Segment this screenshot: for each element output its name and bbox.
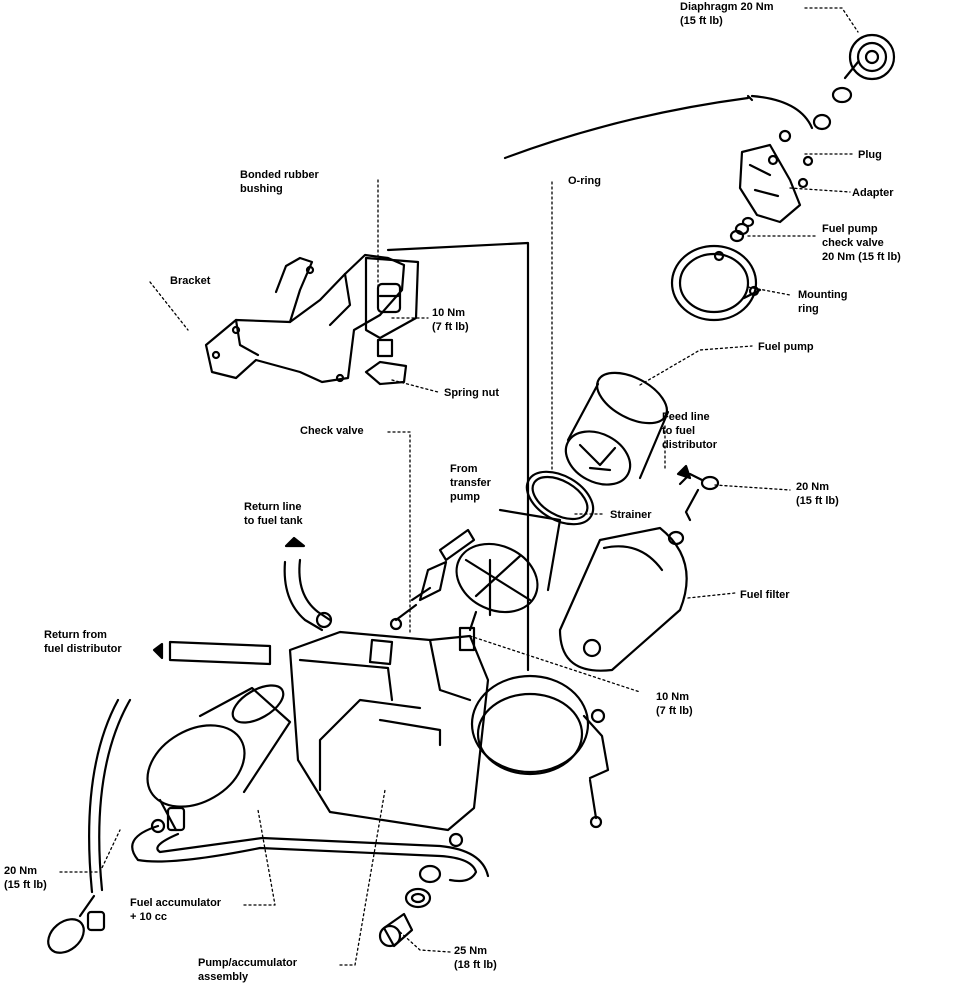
label-diaphragm: Diaphragm 20 Nm (15 ft lb) bbox=[680, 1, 774, 27]
label-plug: Plug bbox=[858, 149, 882, 161]
adapter-cluster bbox=[713, 129, 814, 262]
label-o-ring: O-ring bbox=[568, 175, 601, 187]
label-feed-line: Feed line to fuel distributor bbox=[662, 411, 717, 451]
label-bracket: Bracket bbox=[170, 275, 211, 287]
small-bolts bbox=[448, 610, 478, 848]
label-torque-20nm-left: 20 Nm (15 ft lb) bbox=[4, 865, 47, 891]
check-valve bbox=[389, 528, 476, 631]
bottom-plug bbox=[378, 864, 442, 948]
label-torque-25nm: 25 Nm (18 ft lb) bbox=[454, 945, 497, 971]
strainer bbox=[455, 508, 562, 617]
bonded-rubber-bushing bbox=[364, 241, 530, 672]
label-torque-10nm-mid: 10 Nm (7 ft lb) bbox=[656, 691, 693, 717]
return-pipe bbox=[152, 640, 272, 666]
label-fuel-accumulator: Fuel accumulator + 10 cc bbox=[130, 897, 222, 923]
fuel-filter bbox=[558, 526, 688, 672]
diaphragm bbox=[812, 33, 896, 131]
fuel-line-top bbox=[503, 94, 814, 160]
spring-nut bbox=[364, 338, 408, 386]
label-return-from-distributor: Return from fuel distributor bbox=[44, 629, 122, 655]
label-adapter: Adapter bbox=[852, 187, 894, 199]
label-torque-10nm-top: 10 Nm (7 ft lb) bbox=[432, 307, 469, 333]
label-from-transfer-pump: From transfer pump bbox=[450, 463, 491, 503]
label-fuel-filter: Fuel filter bbox=[740, 589, 790, 601]
mounting-ring bbox=[670, 244, 762, 322]
bracket bbox=[204, 253, 406, 384]
label-spring-nut: Spring nut bbox=[444, 387, 499, 399]
label-pump-accumulator-assembly: Pump/accumulator assembly bbox=[198, 957, 298, 983]
label-fuel-pump: Fuel pump bbox=[758, 341, 814, 353]
return-hose bbox=[283, 536, 333, 632]
label-return-line-to-tank: Return line to fuel tank bbox=[244, 501, 303, 527]
fuel-pump bbox=[564, 371, 670, 486]
label-torque-20nm-right: 20 Nm (15 ft lb) bbox=[796, 481, 839, 507]
housing-clamp-ring bbox=[470, 674, 610, 829]
pump-accumulator-housing bbox=[288, 626, 490, 832]
label-mounting-ring: Mounting ring bbox=[798, 289, 848, 315]
label-strainer: Strainer bbox=[610, 509, 652, 521]
label-fuel-pump-check-valve: Fuel pump check valve 20 Nm (15 ft lb) bbox=[822, 223, 901, 263]
left-pipe bbox=[47, 698, 132, 954]
feed-line-fittings bbox=[667, 464, 720, 546]
lower-fuel-line bbox=[131, 824, 490, 883]
label-check-valve: Check valve bbox=[300, 425, 364, 437]
fuel-accumulator bbox=[146, 684, 292, 834]
label-bonded-rubber-bushing: Bonded rubber bushing bbox=[240, 169, 319, 195]
